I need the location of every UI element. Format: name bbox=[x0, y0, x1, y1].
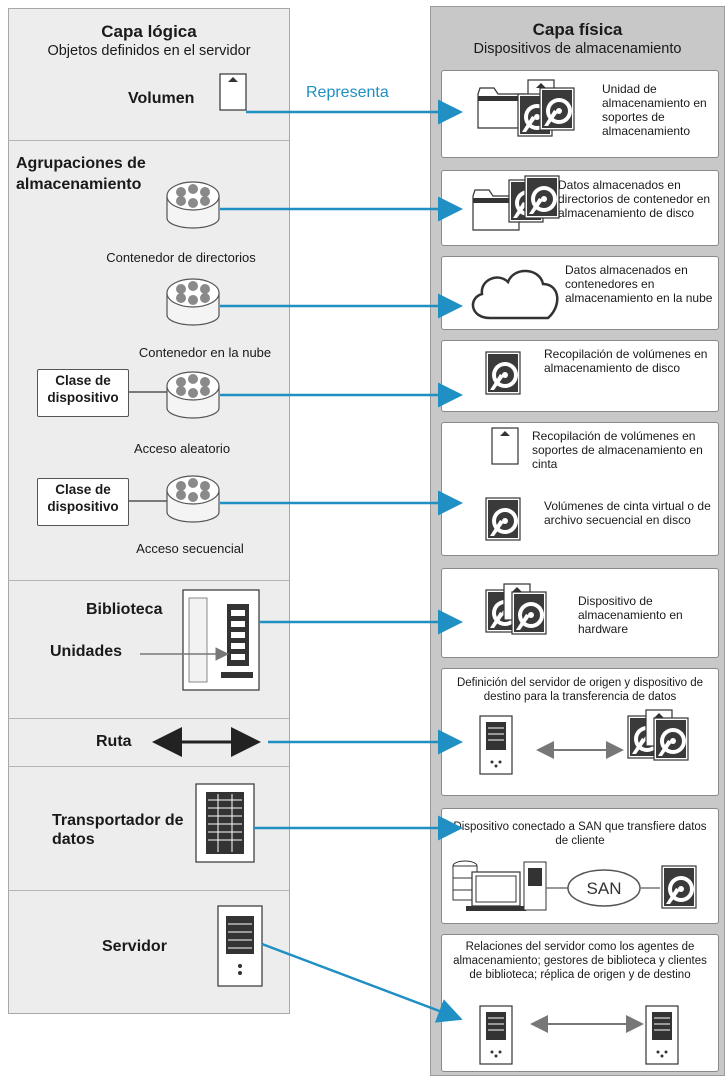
physical-box-text: Dispositivo de almacenamiento en hardwar… bbox=[578, 594, 683, 636]
target-device-icon bbox=[627, 709, 689, 761]
device-class-box: Clase de dispositivo bbox=[37, 369, 129, 417]
represents-label: Representa bbox=[306, 84, 389, 101]
divider bbox=[8, 766, 290, 767]
physical-box-text: Dispositivo conectado a SAN que transfie… bbox=[453, 821, 707, 847]
directory-container-pool-icon bbox=[166, 181, 220, 229]
physical-box-text: Definición del servidor de origen y disp… bbox=[456, 677, 704, 703]
logical-layer-subtitle: Objetos definidos en el servidor bbox=[47, 43, 251, 59]
disk-icon bbox=[485, 497, 521, 541]
physical-box-text: Recopilación de volúmenes en almacenamie… bbox=[544, 347, 708, 375]
hardware-device-icon bbox=[485, 583, 547, 635]
physical-box-text: Relaciones del servidor como los agentes… bbox=[453, 941, 707, 981]
san-label: SAN bbox=[586, 879, 622, 898]
data-mover-icon bbox=[195, 783, 255, 863]
san-client-icons bbox=[452, 860, 547, 911]
random-access-pool-icon bbox=[166, 371, 220, 419]
library-label: Biblioteca bbox=[86, 601, 163, 618]
path-label: Ruta bbox=[96, 733, 132, 750]
disk-icon bbox=[661, 865, 697, 909]
target-server-icon bbox=[645, 1005, 679, 1065]
physical-layer-title: Capa física bbox=[532, 20, 623, 39]
divider bbox=[8, 140, 290, 141]
physical-layer-subtitle: Dispositivos de almacenamiento bbox=[473, 41, 682, 57]
directory-container-icon bbox=[472, 175, 560, 231]
physical-box-text: Volúmenes de cinta virtual o de archivo … bbox=[544, 499, 711, 527]
divider bbox=[8, 890, 290, 891]
library-icon bbox=[182, 589, 260, 691]
volume-label: Volumen bbox=[128, 90, 195, 107]
sequential-access-label: Acceso secuencial bbox=[136, 541, 244, 556]
cloud-container-pool-icon bbox=[166, 278, 220, 326]
sequential-access-pool-icon bbox=[166, 475, 220, 523]
logical-layer-title: Capa lógica bbox=[101, 22, 197, 41]
source-server-icon bbox=[479, 1005, 513, 1065]
cloud-icon bbox=[471, 269, 559, 320]
physical-box-text: Datos almacenados en contenedores en alm… bbox=[565, 263, 713, 305]
random-access-label: Acceso aleatorio bbox=[133, 441, 231, 456]
directory-container-label: Contenedor de directorios bbox=[106, 250, 256, 265]
data-mover-label: Transportador de datos bbox=[52, 812, 184, 848]
disk-icon bbox=[485, 351, 521, 395]
physical-box-text: Recopilación de volúmenes en soportes de… bbox=[532, 429, 703, 471]
divider bbox=[8, 718, 290, 719]
drives-label: Unidades bbox=[50, 643, 123, 660]
server-label: Servidor bbox=[102, 938, 167, 955]
storage-pools-label: Agrupaciones de almacenamiento bbox=[16, 155, 146, 193]
device-class-box: Clase de dispositivo bbox=[37, 478, 129, 526]
server-icon bbox=[217, 905, 263, 987]
volume-cartridge-icon bbox=[219, 73, 247, 111]
storage-media-icon bbox=[477, 79, 575, 137]
source-server-icon bbox=[479, 715, 513, 775]
physical-box-text: Datos almacenados en directorios de cont… bbox=[558, 178, 711, 220]
tape-cartridge-icon bbox=[491, 427, 519, 465]
divider bbox=[8, 580, 290, 581]
physical-box-text: Unidad de almacenamiento en soportes de … bbox=[602, 82, 707, 138]
cloud-container-label: Contenedor en la nube bbox=[138, 345, 272, 360]
